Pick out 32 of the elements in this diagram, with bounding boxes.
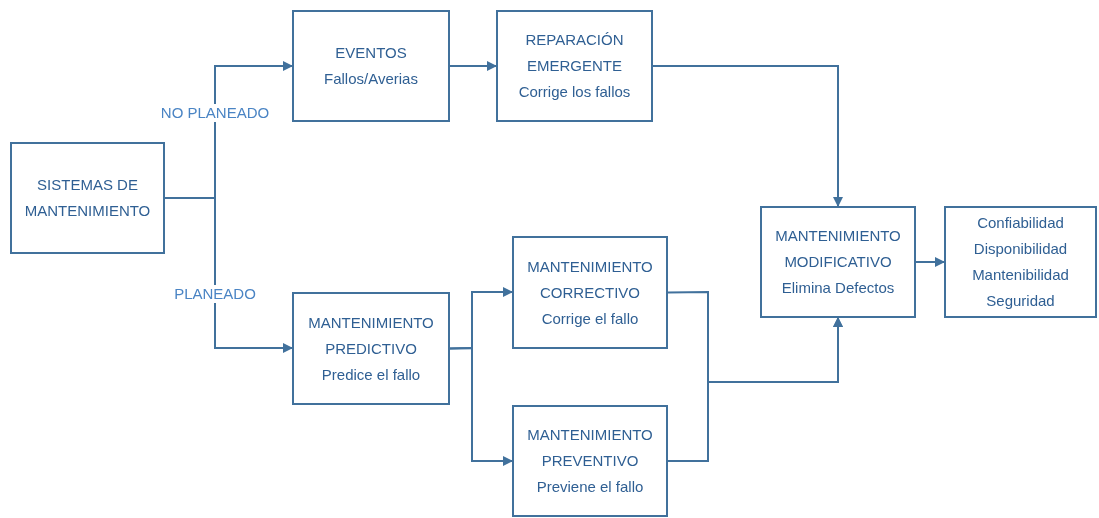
process-box [760, 206, 916, 318]
box-text: Seguridad [986, 291, 1055, 311]
box-text: Fallos/Averias [324, 69, 418, 89]
box-text: Corrige los fallos [518, 82, 631, 102]
box-text: MANTENIMIENTO PREDICTIVO [307, 312, 435, 359]
box-text: Elimina Defectos [781, 278, 895, 298]
box-text: REPARACIÓN EMERGENTE [524, 30, 625, 76]
box-text: Mantenibilidad [972, 265, 1069, 285]
box-text: MANTENIMIENTO CORRECTIVO [526, 256, 654, 303]
arrow [915, 257, 945, 267]
box-text: Confiabilidad [977, 213, 1064, 233]
box-text: EVENTOS [335, 43, 407, 63]
box-text: SISTEMAS DE MANTENIMIENTO [23, 175, 152, 221]
arrow [164, 197, 293, 353]
process-box [496, 10, 653, 122]
arrow [652, 65, 843, 207]
arrow [667, 317, 843, 462]
box-text: MANTENIMIENTO MODIFICATIVO [774, 226, 902, 272]
arrow [449, 346, 513, 466]
process-box [292, 292, 450, 405]
box-text: Previene el fallo [536, 477, 644, 497]
process-box [10, 142, 165, 254]
process-box [944, 206, 1097, 318]
box-text: Predice el fallo [321, 364, 421, 385]
box-text: Corrige el fallo [541, 308, 639, 329]
process-box [292, 10, 450, 122]
edge-label: PLANEADO [172, 285, 258, 303]
arrow [449, 61, 497, 71]
process-box [512, 405, 668, 517]
process-box [512, 236, 668, 349]
box-text: MANTENIMIENTO PREVENTIVO [526, 425, 654, 471]
box-text: Disponibilidad [973, 239, 1068, 259]
